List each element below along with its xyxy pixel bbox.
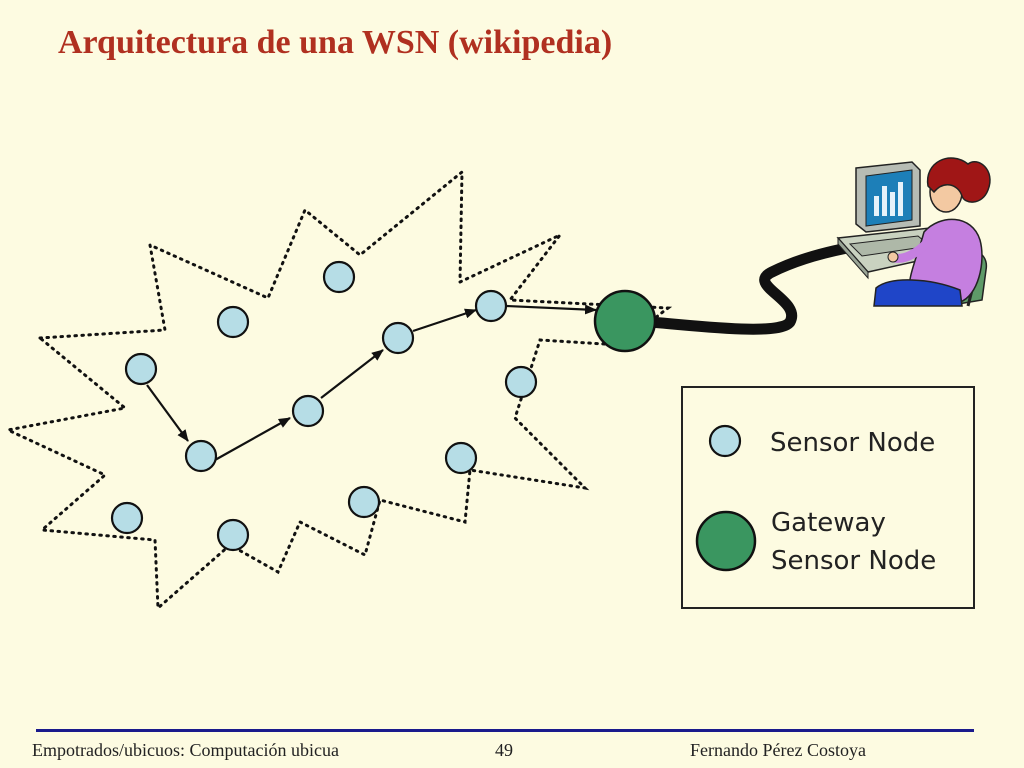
slide-title: Arquitectura de una WSN (wikipedia) [58,24,613,61]
sensor-node [322,260,356,294]
routing-path [146,304,597,461]
user-at-computer-icon [836,157,991,307]
network-boundary [3,168,673,612]
gateway-node [593,289,657,353]
sensor-node [110,501,144,535]
sensor-node [347,485,381,519]
sensor-node [216,305,250,339]
wsn-diagram: Sensor Node Gateway Sensor Node [3,157,991,612]
gateway-cable [644,240,864,335]
legend: Sensor Node Gateway Sensor Node [681,386,975,609]
legend-sensor-label: Sensor Node [770,428,935,458]
sensor-node [474,289,508,323]
sensor-node [381,321,415,355]
footer-course: Empotrados/ubicuos: Computación ubicua [32,740,339,760]
sensor-node [216,518,250,552]
sensor-node [504,365,538,399]
sensor-node [291,394,325,428]
legend-sensor-swatch [708,424,742,458]
sensor-node [444,441,478,475]
legend-gateway-label-line2: Sensor Node [771,546,936,576]
footer-divider [36,729,974,732]
legend-gateway-label: Gateway [771,508,886,538]
sensor-node [124,352,158,386]
footer-page-number: 49 [495,740,513,760]
sensor-node [184,439,218,473]
footer-author: Fernando Pérez Costoya [690,740,866,760]
legend-gateway-swatch [695,510,757,572]
